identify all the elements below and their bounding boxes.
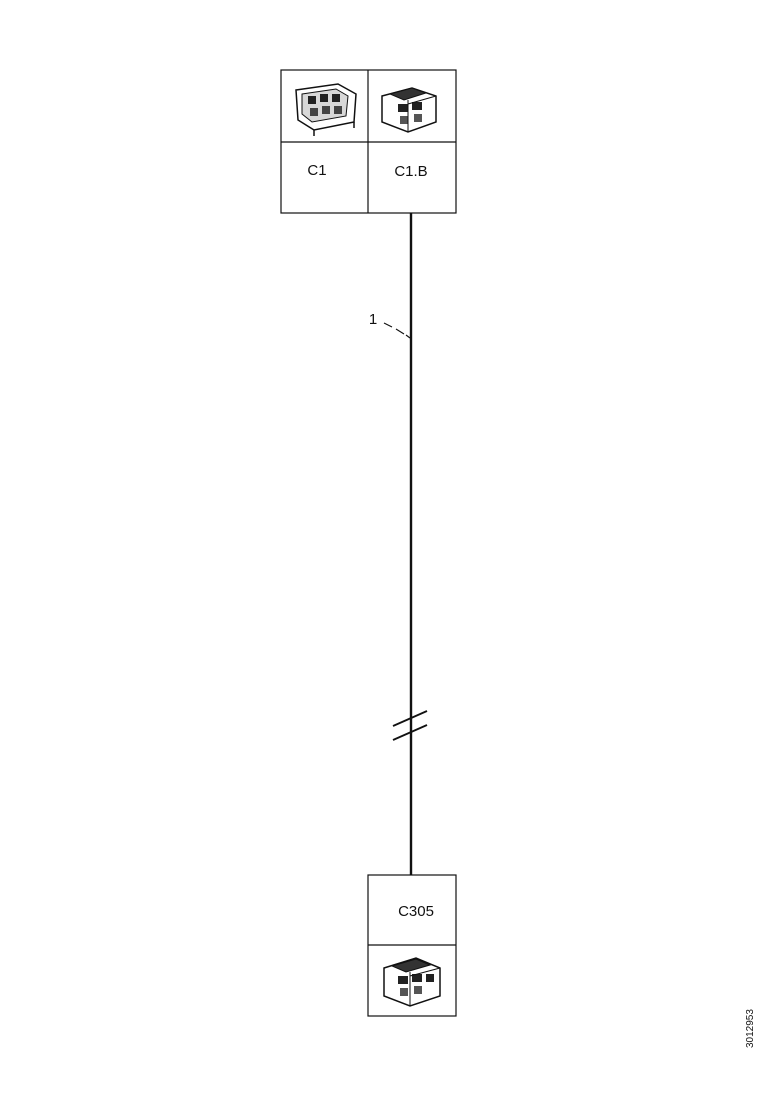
connector-housing-icon [295,83,357,136]
figure-id: 3012953 [745,1009,756,1048]
wire-break-mark-lower [392,724,428,741]
connector-label-c1b: C1.B [394,163,427,180]
connector-label-c305: C305 [398,903,434,920]
connector-plug-icon [381,87,437,133]
wire-number-label: 1 [369,311,377,328]
connector-plug-icon [383,957,441,1007]
connector-group-top: C1 C1.B [280,69,457,214]
wire-break-mark-upper [392,710,428,727]
wire-1: 1 [369,213,428,875]
wire-number-leader [383,322,411,339]
connector-group-bottom: C305 [367,874,457,1017]
connector-label-c1: C1 [307,162,326,179]
